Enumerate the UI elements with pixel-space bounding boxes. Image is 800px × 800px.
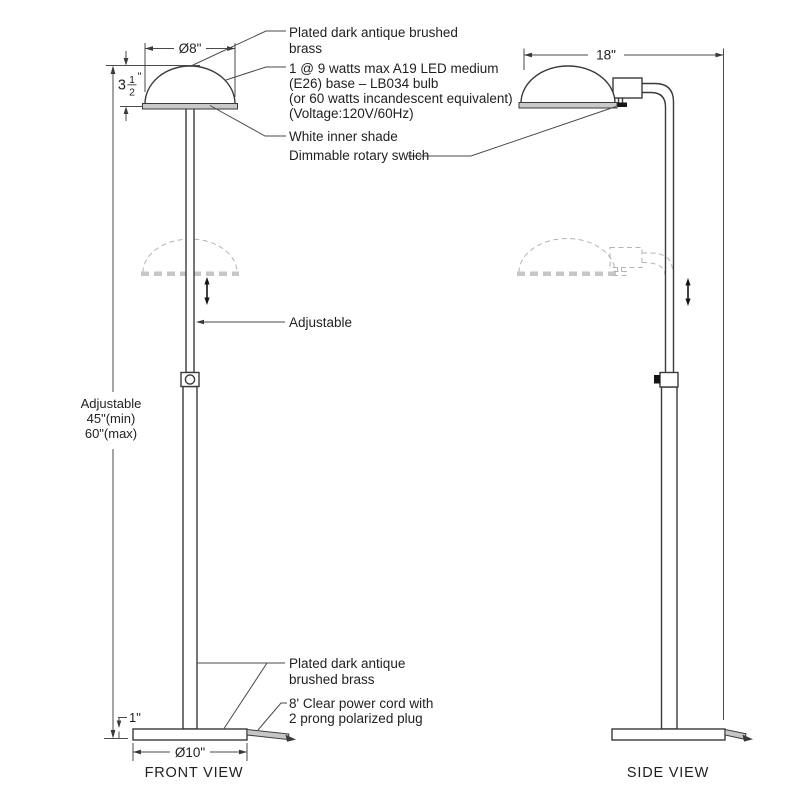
leader-pole-finish-base (223, 662, 268, 729)
dim-arrowhead (145, 46, 153, 51)
dim-arrowhead (110, 730, 116, 739)
bulb-note-line2: (E26) base – LB034 bulb (289, 76, 438, 91)
dim-overall-height: Adjustable 45"(min) 60"(max) (81, 65, 200, 739)
side-collar-thumbscrew (654, 375, 660, 384)
arrow-down-head (204, 297, 210, 305)
dim-base-diameter: Ø10" (132, 743, 248, 761)
side-arm-outer (642, 82, 675, 373)
overall-height-line2: 45"(min) (87, 411, 136, 426)
base-diameter-label: Ø10" (175, 745, 206, 760)
dim-shade-diameter: Ø8" (144, 41, 236, 97)
dim-arrowhead (133, 749, 141, 755)
bulb-note-line4: (Voltage:120V/60Hz) (289, 106, 414, 121)
ghost-arm-outer (642, 252, 673, 272)
front-base (132, 728, 248, 741)
shade-height-numerator: 1 (129, 74, 135, 86)
leader-switch (408, 106, 617, 157)
front-upper-pole (185, 106, 195, 374)
side-depth-label: 18" (596, 48, 616, 63)
front-cord-arrowhead (285, 734, 296, 742)
shade-finish-note-line2: brass (289, 41, 322, 56)
front-shade-dome (144, 65, 236, 105)
side-base (611, 728, 726, 741)
annotation-text: Plated dark antique brushed brass 1 @ 9 … (289, 25, 513, 726)
overall-height-line3: 60"(max) (85, 426, 137, 441)
shade-finish-note-line1: Plated dark antique brushed (289, 25, 458, 40)
front-collar-thumbscrew (184, 374, 196, 385)
dim-arrowhead (123, 106, 129, 114)
side-power-cord (724, 728, 747, 740)
pole-finish-note-line1: Plated dark antique (289, 656, 405, 671)
dim-arrowhead (123, 58, 129, 66)
ghost-socket-housing (609, 247, 643, 268)
arrow-up-head (685, 278, 691, 286)
front-adjustment-collar (180, 371, 200, 388)
arrow-down-head (685, 298, 691, 306)
overall-height-line1: Adjustable (81, 396, 142, 411)
leader-inner-shade (209, 105, 286, 137)
ghost-arm-inner (641, 262, 666, 276)
dim-arrowhead (116, 720, 122, 728)
pole-finish-note-line2: brushed brass (289, 672, 375, 687)
front-travel-arrow (204, 277, 210, 305)
dim-arrowhead (227, 46, 235, 51)
side-adjustment-collar (659, 371, 679, 388)
dim-arrowhead (715, 52, 724, 58)
front-lower-pole (182, 385, 198, 730)
cord-note-line1: 8' Clear power cord with (289, 696, 433, 711)
leader-cord (257, 702, 287, 731)
leader-bulb (225, 66, 286, 81)
side-shade-rim (518, 102, 618, 109)
shade-height-unit: " (138, 71, 142, 83)
side-switch-knob (614, 102, 627, 107)
side-view-label: SIDE VIEW (627, 765, 709, 781)
leader-lines (191, 30, 617, 731)
ghost-shade-arc (518, 238, 616, 273)
side-ghost-shade (517, 238, 673, 277)
leader-arrowhead (196, 319, 204, 325)
front-view-lamp (132, 65, 296, 742)
shade-height-whole: 3 (118, 78, 126, 94)
inner-shade-note: White inner shade (289, 129, 398, 144)
cord-note-line2: 2 prong polarized plug (289, 711, 423, 726)
base-height-label: 1" (129, 710, 141, 725)
adjustable-note: Adjustable (289, 315, 352, 330)
front-power-cord (246, 728, 290, 741)
side-lower-pole (660, 386, 678, 730)
side-arm-inner (642, 91, 667, 373)
side-cord-arrowhead (742, 734, 753, 742)
side-socket-housing (612, 77, 643, 99)
shade-height-denominator: 2 (129, 87, 135, 99)
bulb-note-line1: 1 @ 9 watts max A19 LED medium (289, 61, 499, 76)
dim-base-height: 1" (116, 710, 141, 739)
side-shade-dome (520, 65, 616, 104)
arrow-up-head (204, 277, 210, 285)
front-shade-rim (142, 103, 238, 110)
dim-arrowhead (239, 749, 247, 755)
dim-arrowhead (110, 65, 116, 74)
dim-side-depth: 18" (523, 48, 724, 720)
bulb-note-line3: (or 60 watts incandescent equivalent) (289, 91, 513, 106)
front-view-label: FRONT VIEW (145, 765, 244, 781)
dim-arrowhead (524, 52, 532, 58)
dim-shade-height: 3 1 2 " (118, 51, 143, 121)
leader-shade-finish (191, 30, 286, 66)
switch-note: Dimmable rotary swtich (289, 148, 429, 163)
shade-diameter-label: Ø8" (179, 41, 202, 56)
side-view-lamp (518, 65, 753, 742)
side-travel-arrow (685, 278, 691, 306)
